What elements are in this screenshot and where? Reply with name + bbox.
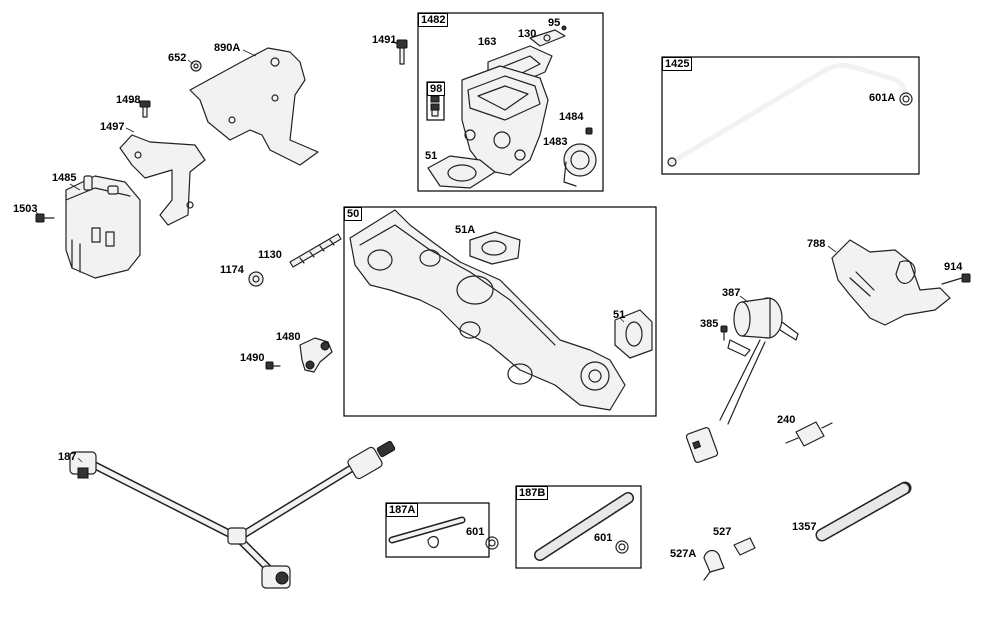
spring-98: [430, 95, 440, 117]
gasket-51A: [469, 231, 521, 265]
label-1425: 1425: [662, 57, 693, 71]
leader-1491: [391, 40, 398, 45]
callout-95: 95: [548, 17, 561, 29]
gasket-51-top: [427, 155, 496, 189]
callout-51A: 51A: [455, 224, 476, 236]
gasket-130: [529, 29, 566, 47]
leader-187: [77, 457, 83, 463]
callout-1174: 1174: [220, 264, 244, 276]
callout-527: 527: [713, 526, 732, 538]
throttle-body: [461, 65, 549, 176]
fitting-1480: [299, 337, 333, 373]
screw-1490: [265, 361, 281, 370]
fuel-pump-387: [685, 297, 799, 463]
callout-51-top: 51: [425, 150, 438, 162]
callout-1498: 1498: [116, 94, 141, 106]
callout-1503: 1503: [13, 203, 38, 215]
hose-assembly-187: [69, 440, 396, 589]
label-187B: 187B: [516, 486, 549, 500]
bolt-1498: [139, 100, 151, 118]
label-1482: 1482: [418, 13, 449, 27]
callout-914: 914: [944, 261, 963, 273]
label-50: 50: [344, 207, 363, 221]
group-frame-1482: [417, 12, 604, 192]
canister-1485: [65, 175, 141, 279]
group-frame-1425: [661, 56, 920, 175]
screw-385: [720, 325, 728, 341]
bracket-890A: [189, 47, 319, 166]
group-frame-187B: [515, 485, 642, 569]
screw-95: [561, 25, 567, 31]
hose-187A: [388, 516, 466, 549]
callout-240: 240: [777, 414, 796, 426]
hose-187B: [534, 492, 634, 561]
callout-385: 385: [700, 318, 719, 330]
callout-1490: 1490: [240, 352, 265, 364]
leader-387: [739, 295, 749, 303]
leader-1503: [35, 211, 39, 215]
clamp-601A: [899, 92, 913, 106]
callout-1485: 1485: [52, 172, 77, 184]
leader-652: [187, 59, 194, 65]
intake-manifold: [349, 209, 626, 411]
clamp-601-a: [485, 536, 499, 550]
leader-1485: [69, 183, 81, 191]
gasket-51-right: [614, 309, 653, 359]
clamp-601-b: [615, 540, 629, 554]
callout-890A: 890A: [214, 42, 241, 54]
callout-601-a: 601: [466, 526, 485, 538]
callout-130: 130: [518, 28, 537, 40]
leader-51-right: [619, 317, 625, 323]
callout-51-right: 51: [613, 309, 626, 321]
bolt-914: [941, 273, 971, 285]
label-98: 98: [427, 82, 446, 96]
callout-601-b: 601: [594, 532, 613, 544]
nut-1174: [248, 271, 264, 287]
leader-1497: [125, 127, 135, 133]
bolt-1491: [396, 39, 408, 65]
callout-1484: 1484: [559, 111, 584, 123]
callout-1357: 1357: [792, 521, 817, 533]
clip-527A: [703, 549, 725, 581]
callout-1491: 1491: [372, 34, 397, 46]
bolt-1503: [35, 213, 55, 223]
bracket-788: [831, 239, 951, 326]
callout-601A: 601A: [869, 92, 896, 104]
callout-387: 387: [722, 287, 741, 299]
nut-652: [190, 60, 202, 72]
leader-890A: [242, 49, 257, 57]
screw-1484: [585, 127, 593, 135]
bracket-1497: [119, 134, 206, 226]
clip-527: [733, 537, 756, 556]
callout-788: 788: [807, 238, 826, 250]
callout-652: 652: [168, 52, 187, 64]
callout-163: 163: [478, 36, 497, 48]
stud-1130: [289, 233, 342, 268]
callout-1483: 1483: [543, 136, 568, 148]
leader-788: [827, 245, 837, 253]
group-frame-50: [343, 206, 657, 417]
actuator-1483: [563, 143, 597, 187]
callout-1480: 1480: [276, 331, 301, 343]
tube-1425: [667, 62, 908, 167]
leader-1498: [129, 100, 141, 104]
callout-1497: 1497: [100, 121, 125, 133]
callout-527A: 527A: [670, 548, 697, 560]
callout-1130: 1130: [258, 249, 282, 261]
callout-187: 187: [58, 451, 77, 463]
spiral-wrap-1357: [815, 481, 912, 542]
filter-240: [785, 421, 833, 447]
label-187A: 187A: [386, 503, 419, 517]
group-frame-187A: [385, 502, 490, 558]
